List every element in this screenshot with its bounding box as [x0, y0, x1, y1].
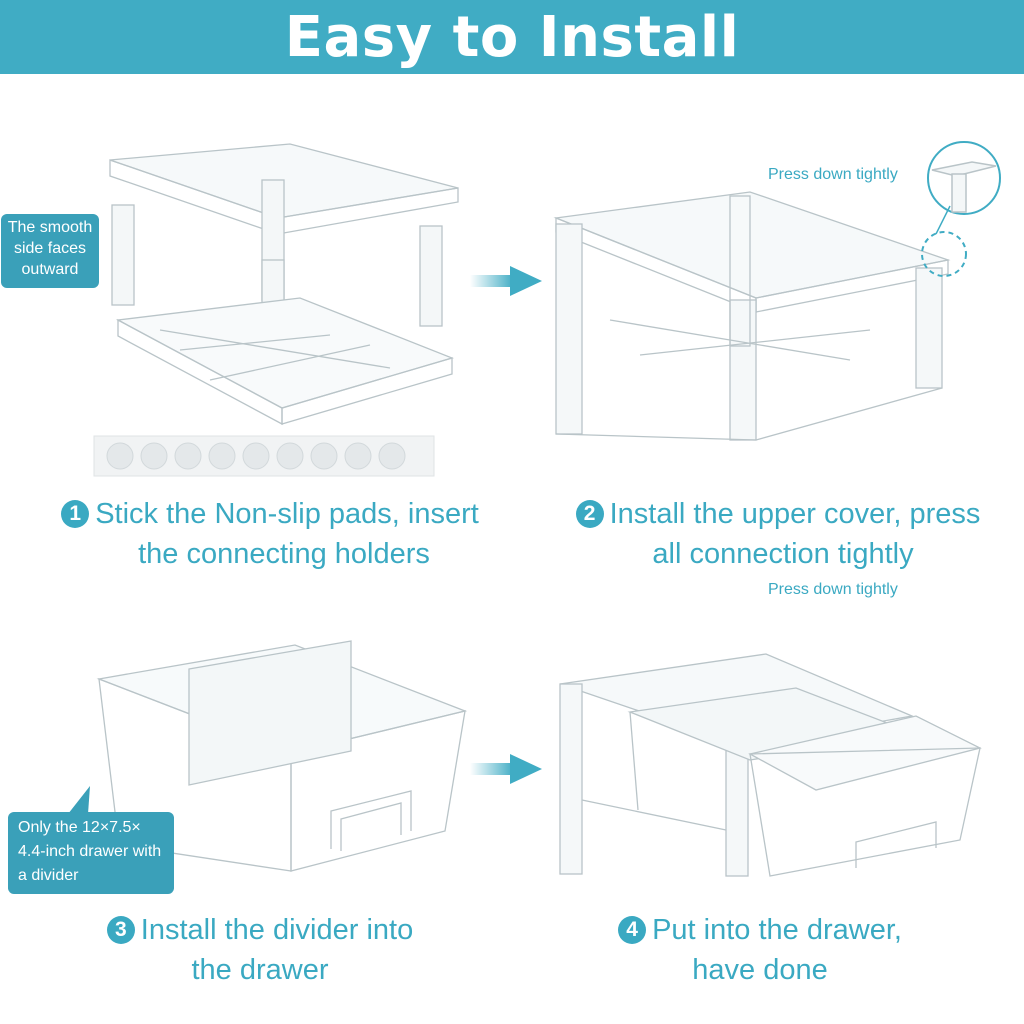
step-number-3: 3 — [106, 916, 135, 944]
non-slip-pads — [93, 435, 435, 477]
note-press-bottom: Press down tightly — [768, 581, 898, 598]
step1-exploded-illustration — [93, 143, 459, 477]
magnifier-connector — [935, 205, 951, 235]
header-banner: Easy to Install — [0, 0, 1024, 74]
step-number-1: 1 — [61, 500, 90, 528]
callout-pointer — [68, 786, 90, 814]
callout-drawer-only: Only the 12×7.5× 4.4-inch drawer with a … — [8, 812, 174, 894]
magnifier-circle-icon — [927, 141, 1001, 215]
callout-side-faces: The smooth side faces outward — [1, 214, 99, 288]
arrow-right-icon — [470, 754, 542, 784]
step-number-2: 2 — [575, 500, 604, 528]
step-number-4: 4 — [618, 916, 647, 944]
arrow-right-icon — [470, 266, 542, 296]
step4-finished-illustration — [559, 653, 982, 877]
step3-drawer-illustration — [96, 640, 468, 872]
step2-assembled-illustration — [553, 191, 967, 441]
page-title: Easy to Install — [284, 4, 740, 70]
note-press-top: Press down tightly — [768, 166, 898, 183]
